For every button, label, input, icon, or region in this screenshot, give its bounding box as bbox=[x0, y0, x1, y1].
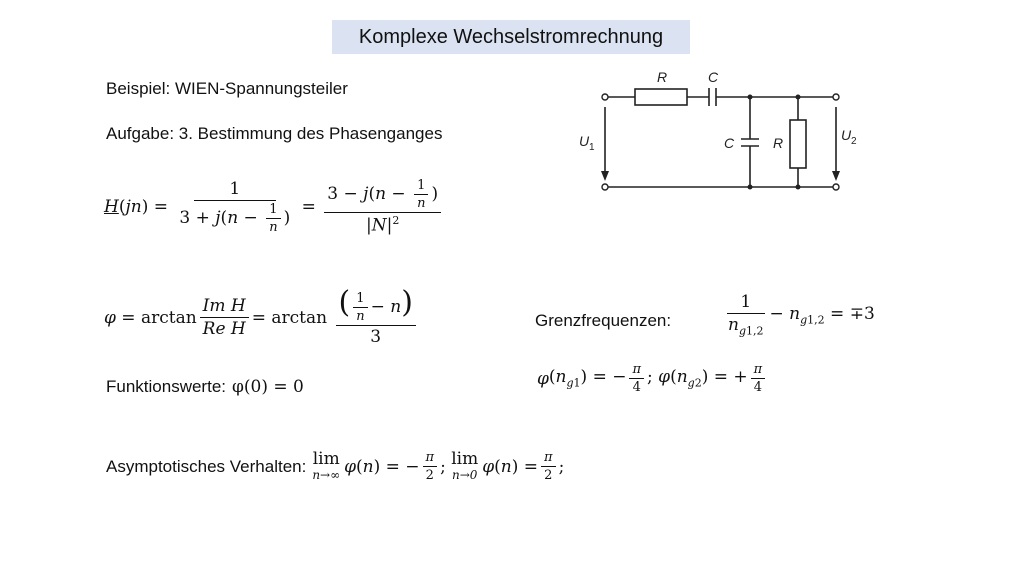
page-title: Komplexe Wechselstromrechnung bbox=[332, 20, 690, 54]
function-values-expr: φ(0) = 0 bbox=[232, 377, 304, 397]
label-u1: U bbox=[579, 133, 590, 149]
label-r-mid: R bbox=[773, 135, 783, 151]
function-values-line: Funktionswerte: φ(0) = 0 bbox=[106, 377, 304, 397]
label-c-top: C bbox=[708, 69, 719, 85]
wien-circuit-diagram: R C C R U 1 U 2 bbox=[579, 69, 857, 191]
cutoff-equation: 1 ng1,2 − ng1,2 = ∓3 bbox=[726, 292, 875, 338]
label-u1-sub: 1 bbox=[589, 142, 595, 153]
label-u2: U bbox=[841, 127, 852, 143]
label-c-mid: C bbox=[724, 135, 735, 151]
task-heading: Aufgabe: 3. Bestimmung des Phasenganges bbox=[106, 124, 443, 143]
asymptotic-label: Asymptotisches Verhalten: bbox=[106, 456, 307, 476]
example-heading: Beispiel: WIEN-Spannungsteiler bbox=[106, 79, 348, 98]
label-r-top: R bbox=[657, 69, 667, 85]
label-u2-sub: 2 bbox=[851, 136, 857, 147]
cutoff-label: Grenzfrequenzen: bbox=[535, 311, 672, 330]
function-values-label: Funktionswerte: bbox=[106, 377, 226, 396]
